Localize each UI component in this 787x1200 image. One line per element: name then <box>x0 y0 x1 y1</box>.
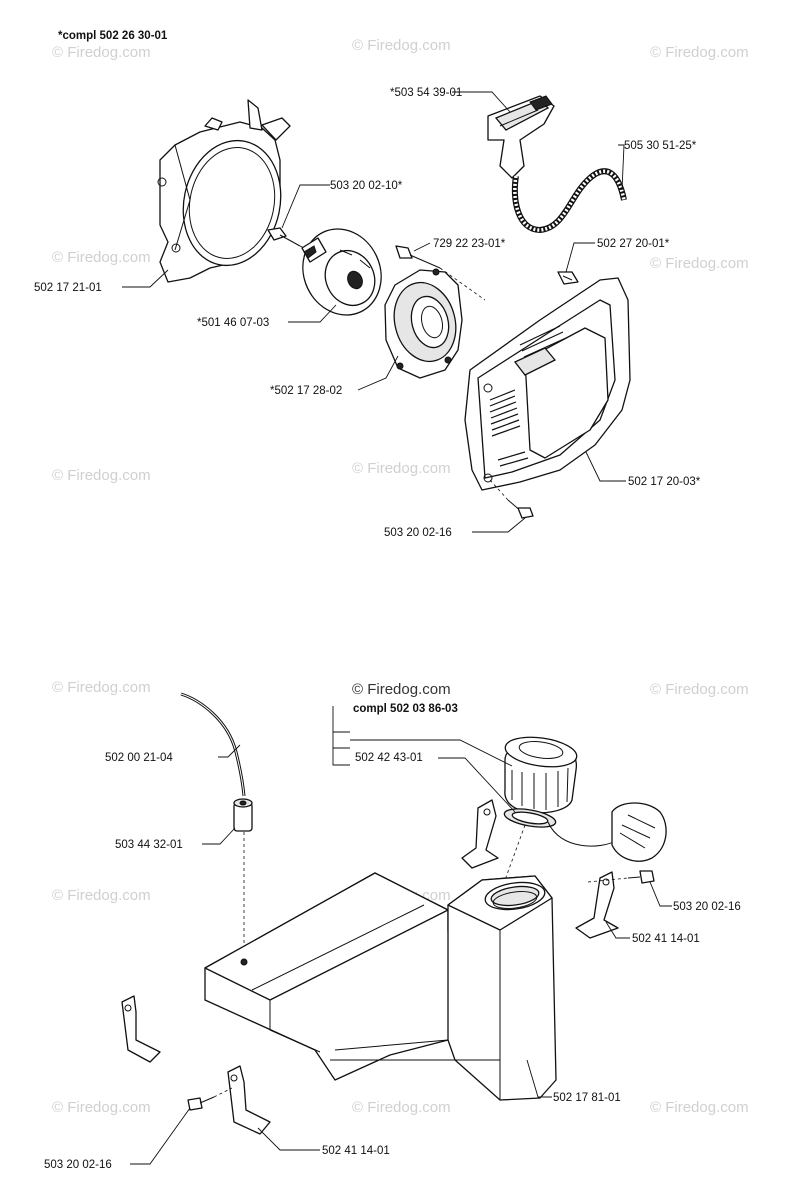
watermark: © Firedog.com <box>650 255 749 272</box>
label-bracket-right: 502 41 14-01 <box>632 933 700 945</box>
label-fan-housing: 502 17 21-01 <box>34 282 102 294</box>
watermark: © Firedog.com <box>352 37 451 54</box>
watermark: © Firedog.com <box>352 1099 451 1116</box>
labels-bottom: compl 502 03 86-03 502 42 43-01 502 00 2… <box>44 703 741 1171</box>
fuel-tank-part <box>204 872 557 1101</box>
label-clip: 502 27 20-01* <box>597 238 670 250</box>
bracket-right-part <box>575 871 619 939</box>
watermark: © Firedog.com <box>52 44 151 61</box>
label-bracket-left: 502 41 14-01 <box>322 1145 390 1157</box>
labels-top: *503 54 39-01 505 30 51-25* 503 20 02-10… <box>34 87 701 539</box>
watermark: © Firedog.com <box>650 44 749 61</box>
watermark: © Firedog.com <box>52 249 151 266</box>
screw-bottom-part <box>489 479 534 519</box>
cover-part <box>464 277 631 491</box>
label-starter-housing: *502 17 28-02 <box>270 385 342 397</box>
label-screw-bottom: 503 20 02-16 <box>384 527 452 539</box>
label-screw-tank-right: 503 20 02-16 <box>673 901 741 913</box>
watermark: © Firedog.com <box>52 887 151 904</box>
watermarks: © Firedog.com © Firedog.com © Firedog.co… <box>52 37 749 1116</box>
screw-tank-right-part <box>587 870 655 884</box>
screw-top-part <box>267 227 331 261</box>
watermark: © Firedog.com <box>650 681 749 698</box>
watermark: © Firedog.com <box>352 460 451 477</box>
cap-ridges <box>511 767 569 810</box>
label-filter: 503 44 32-01 <box>115 839 183 851</box>
label-cap: 502 42 43-01 <box>355 752 423 764</box>
clip-part <box>557 271 579 285</box>
bracket-left-part <box>227 1065 271 1135</box>
label-rope: 505 30 51-25* <box>624 140 697 152</box>
label-pulley: *501 46 07-03 <box>197 317 269 329</box>
fuel-filter-part <box>233 798 253 960</box>
screw-tank-left-part <box>187 1087 233 1111</box>
bracket-upper-part <box>461 799 499 869</box>
watermark: © Firedog.com <box>52 467 151 484</box>
group-title-starter: *compl 502 26 30-01 <box>58 30 168 42</box>
rope-part <box>511 168 627 234</box>
cover-vent-slots <box>489 325 567 467</box>
pulley-part <box>301 228 382 316</box>
label-hose: 502 00 21-04 <box>105 752 173 764</box>
watermark: © Firedog.com <box>52 679 151 696</box>
label-screw-mid: 729 22 23-01* <box>433 238 506 250</box>
bracket-tank-left-part <box>121 995 161 1063</box>
fan-housing-part <box>157 99 291 283</box>
label-handle: *503 54 39-01 <box>390 87 462 99</box>
label-screw-tank-left: 503 20 02-16 <box>44 1159 112 1171</box>
fuel-cap-part <box>503 736 667 881</box>
label-tank: 502 17 81-01 <box>553 1092 621 1104</box>
watermark: © Firedog.com <box>52 1099 151 1116</box>
watermark: © Firedog.com <box>650 1099 749 1116</box>
handle-part <box>487 95 555 179</box>
group-title-tank: compl 502 03 86-03 <box>353 703 458 715</box>
watermark-center: © Firedog.com <box>352 681 451 698</box>
screw-mid-part <box>395 245 486 301</box>
label-cover: 502 17 20-03* <box>628 476 701 488</box>
starter-housing-part <box>384 268 463 379</box>
label-screw-top: 503 20 02-10* <box>330 180 403 192</box>
leaders-top <box>122 91 626 533</box>
fuel-hose-part <box>180 692 246 797</box>
leaders-bottom <box>130 706 672 1165</box>
